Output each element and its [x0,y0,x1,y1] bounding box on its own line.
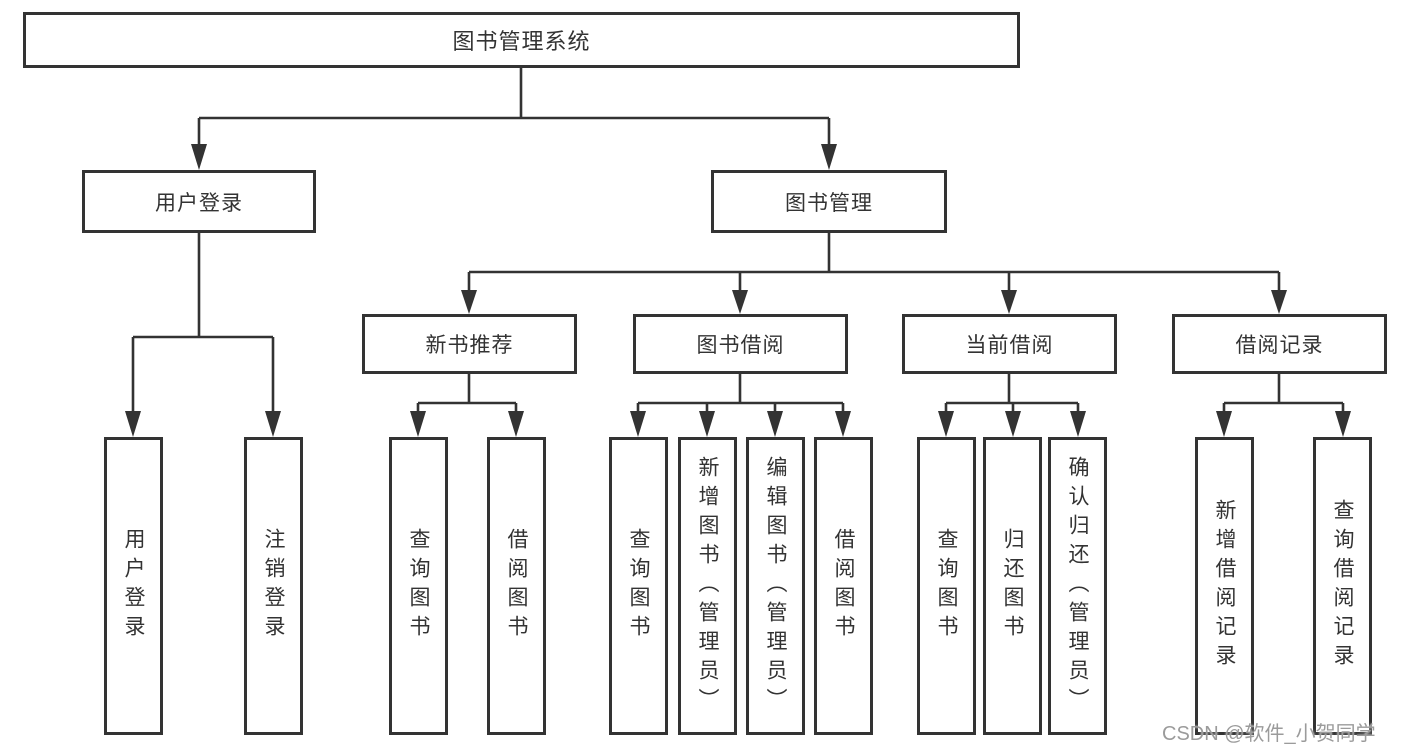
node-book-borrowing: 图书借阅 [633,314,848,374]
leaf-query-borrow-record: 查询借阅记录 [1313,437,1372,735]
node-library-system: 图书管理系统 [23,12,1020,68]
leaf-borrow-books: 借阅图书 [487,437,546,735]
node-label: 图书管理系统 [452,29,591,54]
node-label: 用户登录 [122,528,146,644]
node-new-book-recommend: 新书推荐 [362,314,577,374]
node-label: 用户登录 [155,191,243,215]
csdn-watermark: CSDN @软件_小贺同学 [1162,723,1376,745]
node-label: 查询图书 [627,528,651,644]
leaf-query-books: 查询图书 [917,437,976,735]
leaf-return-books: 归还图书 [983,437,1042,735]
leaf-query-books: 查询图书 [609,437,668,735]
node-label: 确认归还（管理员） [1066,455,1090,717]
node-label: 注销登录 [262,528,286,644]
node-label: 借阅记录 [1235,334,1324,357]
node-label: 归还图书 [1001,528,1025,644]
leaf-add-borrow-record: 新增借阅记录 [1195,437,1254,735]
node-borrow-records: 借阅记录 [1172,314,1387,374]
node-label: 图书借阅 [696,334,785,357]
node-label: 当前借阅 [965,334,1054,357]
leaf-add-books-admin: 新增图书（管理员） [678,437,737,735]
node-label: 新增借阅记录 [1213,499,1237,673]
node-label: 查询借阅记录 [1331,499,1355,673]
leaf-confirm-return-admin: 确认归还（管理员） [1048,437,1107,735]
leaf-user-login: 用户登录 [104,437,163,735]
node-label: 查询图书 [935,528,959,644]
node-label: 新增图书（管理员） [696,455,720,717]
node-label: 借阅图书 [832,528,856,644]
node-current-borrowing: 当前借阅 [902,314,1117,374]
leaf-logout: 注销登录 [244,437,303,735]
node-user-login: 用户登录 [82,170,316,233]
node-label: 图书管理 [785,191,873,215]
node-book-management: 图书管理 [711,170,947,233]
node-label: 查询图书 [407,528,431,644]
leaf-edit-books-admin: 编辑图书（管理员） [746,437,805,735]
leaf-query-books: 查询图书 [389,437,448,735]
node-label: 新书推荐 [425,334,514,357]
node-label: 编辑图书（管理员） [764,455,788,717]
node-label: 借阅图书 [505,528,529,644]
leaf-borrow-books: 借阅图书 [814,437,873,735]
